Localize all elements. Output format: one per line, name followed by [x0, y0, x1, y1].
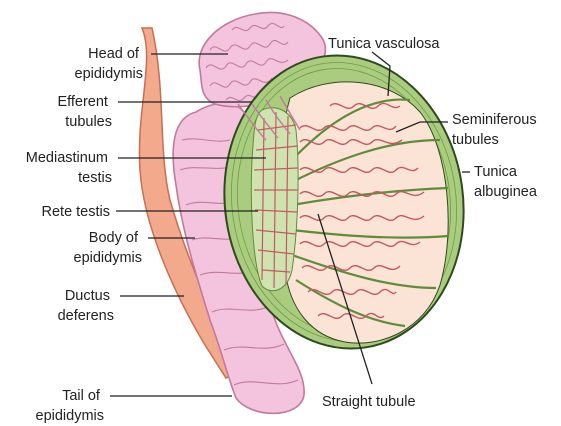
- label-seminiferous-tubules: Seminiferous tubules: [452, 112, 541, 148]
- label-body-of-epididymis: Body of epididymis: [74, 230, 143, 266]
- label-tail-of-epididymis: Tail of epididymis: [36, 388, 105, 424]
- label-ductus-deferens: Ductus deferens: [58, 288, 114, 324]
- lobule-area: [280, 82, 448, 343]
- label-efferent-tubules: Efferent tubules: [57, 94, 112, 130]
- label-tunica-vasculosa: Tunica vasculosa: [328, 36, 440, 52]
- label-head-of-epididymis: Head of epididymis: [75, 46, 144, 82]
- label-tunica-albuginea: Tunica albuginea: [474, 164, 538, 200]
- label-mediastinum-testis: Mediastinum testis: [26, 150, 112, 186]
- label-straight-tubule: Straight tubule: [322, 394, 416, 410]
- label-rete-testis: Rete testis: [42, 204, 111, 220]
